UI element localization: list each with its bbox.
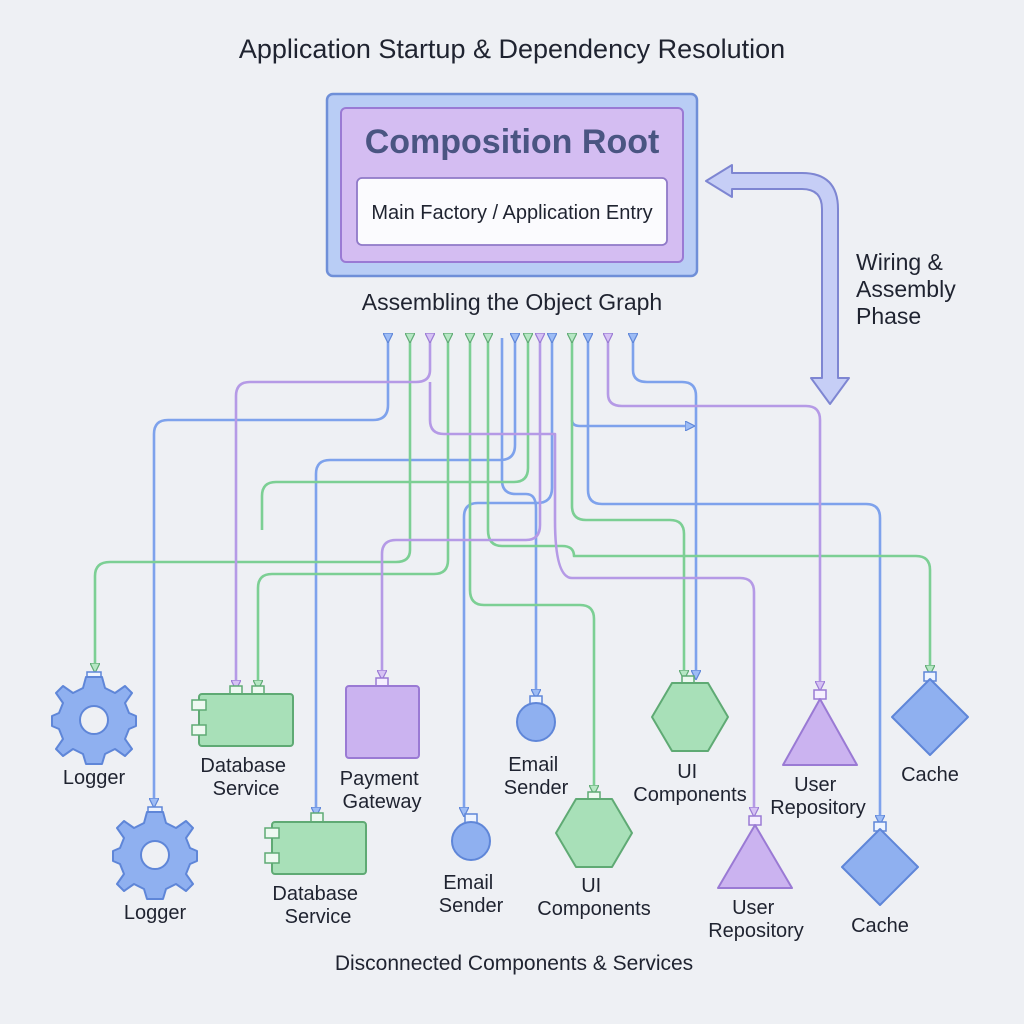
wire-ui-1-blue (633, 338, 696, 675)
bottom-caption: Disconnected Components & Services (335, 952, 693, 975)
wiring-phase-label: Wiring & Assembly Phase (856, 249, 962, 329)
database-module-icon (191, 685, 294, 747)
logger-gear-icon (112, 806, 198, 900)
cache-1-label: Cache (901, 764, 959, 786)
email-sender-2-label: Email Sender (439, 872, 504, 917)
wire-logger-1 (95, 338, 410, 668)
logger-gear-icon (51, 671, 137, 765)
ui-components-hexagon-icon (651, 675, 729, 752)
dependency-wires (95, 338, 930, 820)
logger-1-label: Logger (63, 767, 126, 789)
composition-root-subtitle: Main Factory / Application Entry (371, 202, 652, 224)
database-module-icon (264, 812, 367, 875)
wire-db-1 (258, 338, 448, 685)
database-1-label: Database Service (200, 755, 291, 800)
ui-components-2-label: UI Components (537, 875, 650, 920)
user-repository-triangle-icon (782, 689, 858, 766)
composition-root: Composition Root Main Factory / Applicat… (325, 92, 699, 278)
composition-root-title: Composition Root (365, 123, 660, 161)
logger-2-label: Logger (124, 902, 187, 924)
payment-gateway-label: Payment Gateway (340, 768, 425, 813)
wiring-phase-arrow (705, 164, 850, 405)
user-repository-1-label: User Repository (770, 774, 866, 819)
database-2-label: Database Service (272, 883, 363, 928)
components: Logger Logger Database Service (51, 671, 969, 942)
ui-components-1-label: UI Components (633, 761, 746, 806)
wire-branch-ui (570, 419, 690, 426)
wire-repo-1 (553, 519, 754, 812)
wire-db-1-purple (236, 338, 430, 685)
wire-repo-2 (608, 338, 820, 686)
wire-payment (382, 338, 540, 675)
ui-components-hexagon-icon (555, 791, 633, 868)
cache-diamond-icon (841, 821, 919, 906)
assembling-label: Assembling the Object Graph (362, 289, 662, 315)
user-repository-triangle-icon (717, 815, 793, 889)
cache-2-label: Cache (851, 915, 909, 937)
cache-diamond-icon (891, 671, 969, 756)
email-sender-1-label: Email Sender (504, 754, 569, 799)
email-sender-icon (516, 695, 556, 742)
diagram-title: Application Startup & Dependency Resolut… (239, 34, 785, 64)
wire-email-1 (500, 338, 536, 694)
payment-gateway-icon (345, 677, 420, 759)
user-repository-2-label: User Repository (708, 897, 804, 942)
wire-branch-purple (428, 382, 557, 520)
email-sender-icon (451, 813, 491, 861)
